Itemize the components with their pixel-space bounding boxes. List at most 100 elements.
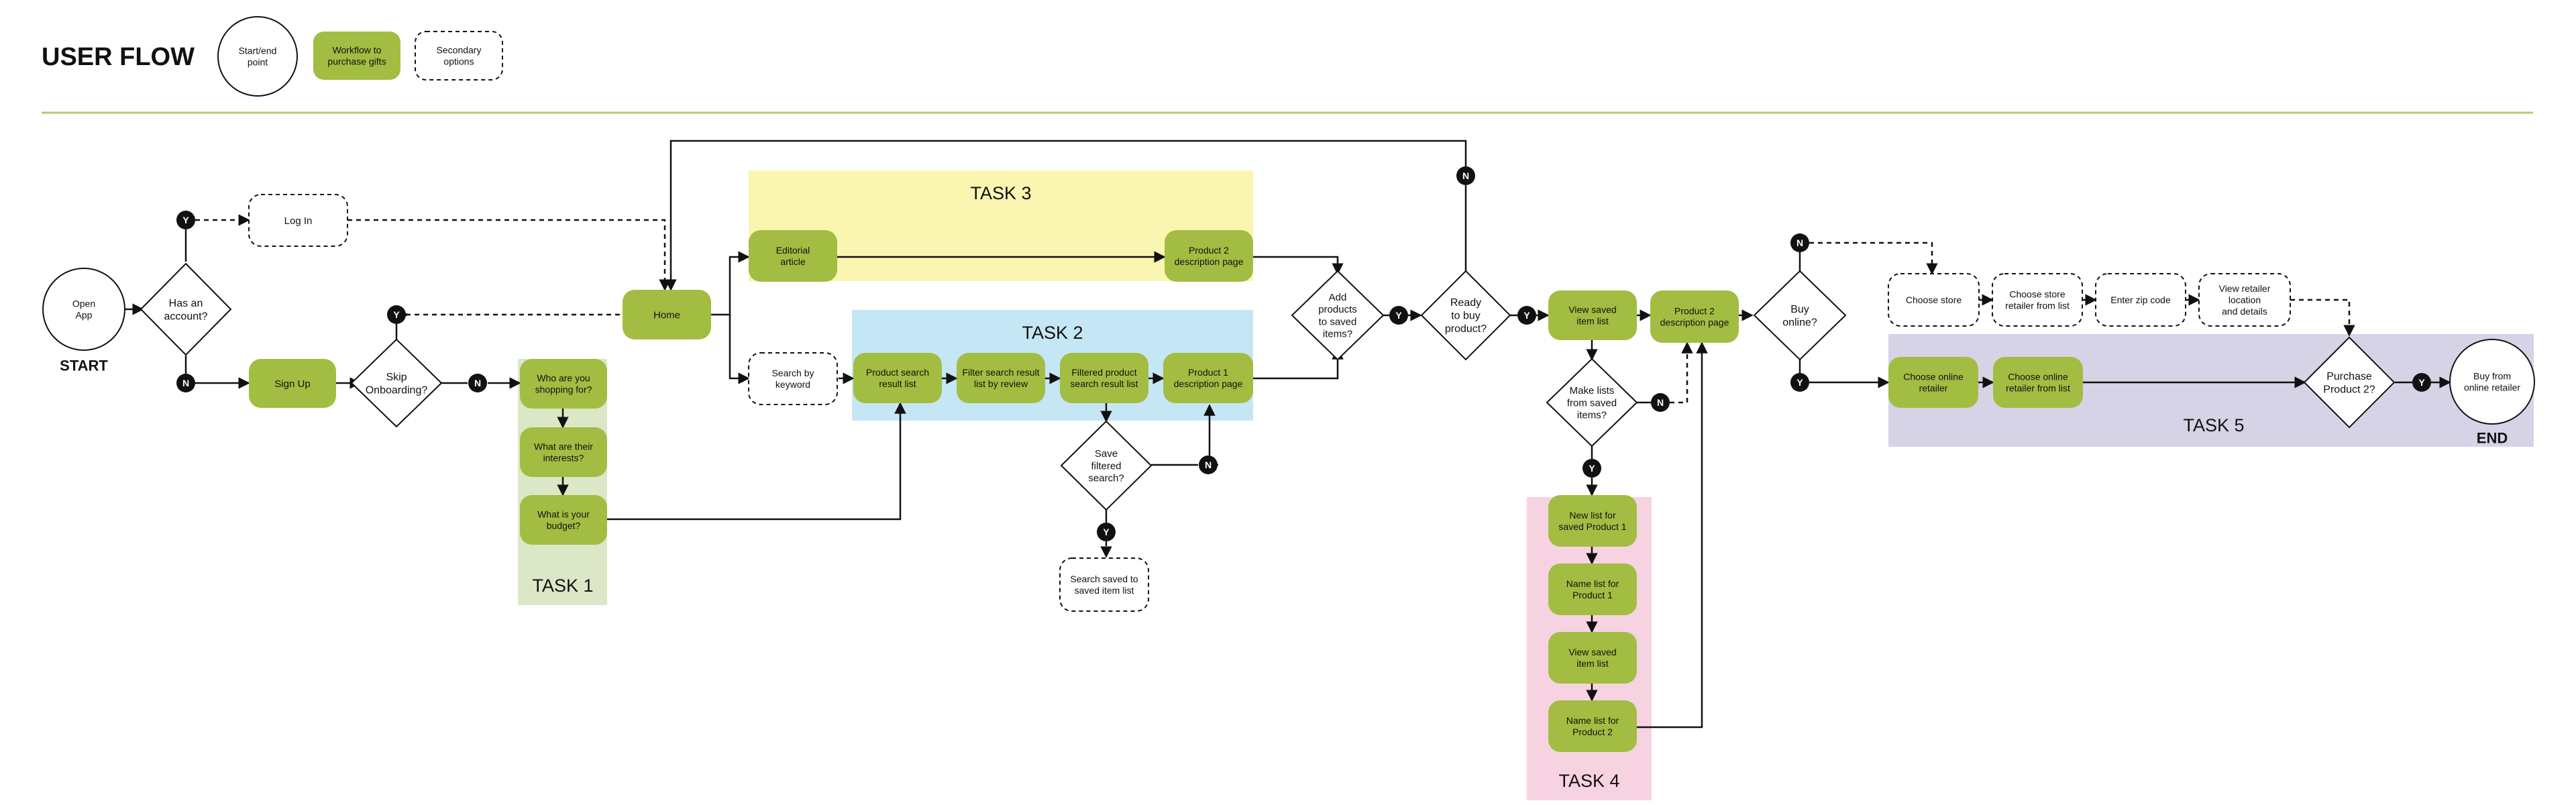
process-box xyxy=(1548,632,1637,684)
yes-badge: Y xyxy=(176,211,195,229)
badge-circle xyxy=(1097,523,1116,541)
connector xyxy=(347,219,671,291)
secondary-box xyxy=(1059,557,1149,612)
yes-badge: Y xyxy=(1790,373,1809,392)
badge-label: Y xyxy=(1103,527,1110,537)
badge-label: Y xyxy=(1589,463,1595,474)
process-box xyxy=(749,230,837,282)
process-box xyxy=(1163,353,1253,403)
badge-circle xyxy=(1582,459,1601,478)
badge-label: N xyxy=(1205,460,1212,470)
badge-label: N xyxy=(182,378,189,388)
start-label: START xyxy=(60,358,108,374)
node-home: Home xyxy=(623,290,711,339)
decision-diamond xyxy=(1060,420,1152,511)
task-label: TASK 4 xyxy=(1558,771,1619,791)
decision-diamond xyxy=(1753,270,1847,361)
node-enter-zip: Enter zip code xyxy=(2095,273,2186,327)
yes-badge: Y xyxy=(1517,306,1536,325)
no-badge: N xyxy=(176,374,195,392)
process-box xyxy=(1060,353,1148,403)
legend-workflow-icon xyxy=(313,32,400,80)
badge-circle xyxy=(176,211,195,229)
no-badge: N xyxy=(1651,393,1670,412)
connector xyxy=(665,140,1467,291)
decision-diamond xyxy=(350,338,443,428)
node-label: Home xyxy=(653,309,680,321)
badge-circle xyxy=(2412,373,2431,392)
badge-circle xyxy=(1456,166,1475,185)
secondary-box xyxy=(2198,273,2291,327)
decision-diamond xyxy=(1291,270,1385,361)
end-label: END xyxy=(2477,430,2508,447)
connector xyxy=(1253,347,1344,380)
decision-diamond xyxy=(1420,270,1511,361)
connector xyxy=(729,315,750,384)
node-sign-up: Sign Up xyxy=(249,359,336,408)
secondary-box xyxy=(1992,273,2083,327)
terminal-circle xyxy=(42,268,125,351)
badge-circle xyxy=(1389,306,1408,325)
no-badge: N xyxy=(1456,166,1475,185)
legend-start-end-icon xyxy=(217,16,298,97)
yes-badge: Y xyxy=(1097,523,1116,541)
process-box xyxy=(957,353,1045,403)
process-box xyxy=(249,359,336,408)
process-box xyxy=(1548,495,1637,547)
connector xyxy=(2290,299,2355,337)
secondary-box xyxy=(748,352,838,405)
connector xyxy=(711,251,750,316)
page-title: USER FLOW xyxy=(42,43,195,71)
badge-label: Y xyxy=(393,309,400,320)
badge-label: N xyxy=(1657,397,1664,408)
secondary-box xyxy=(2095,273,2186,327)
secondary-box xyxy=(248,194,348,247)
connector xyxy=(1809,241,1938,275)
process-box xyxy=(1888,357,1978,408)
yes-badge: Y xyxy=(387,305,406,324)
no-badge: N xyxy=(1199,455,1218,474)
decision-diamond xyxy=(2303,336,2396,429)
process-box xyxy=(853,353,942,403)
task-region-5: TASK 5 xyxy=(1888,334,2534,447)
